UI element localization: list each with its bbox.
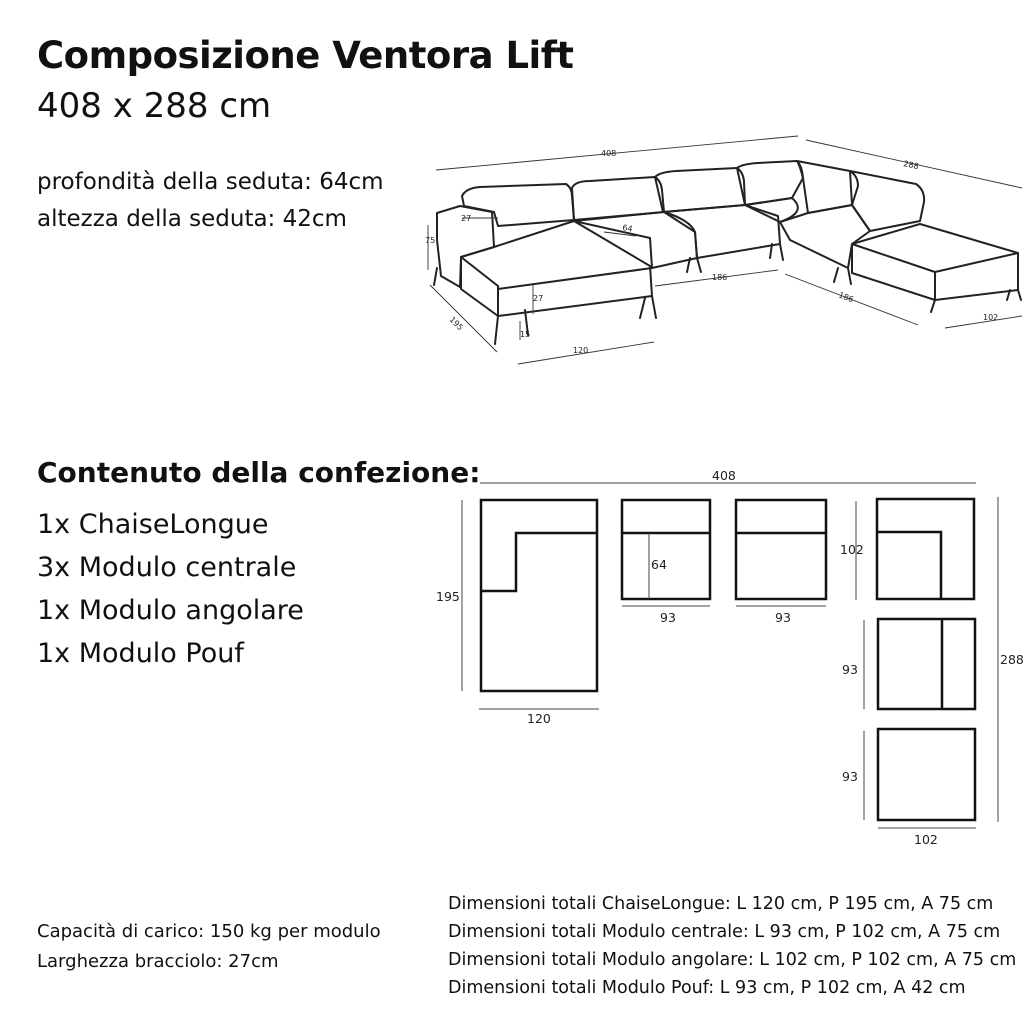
plan-central-module-2 [734,498,828,601]
dims-pouf: Dimensioni totali Modulo Pouf: L 93 cm, … [448,978,966,998]
plan-label-93-b: 93 [775,610,791,625]
legs [433,243,1022,345]
dims-corner: Dimensioni totali Modulo angolare: L 102… [448,950,1017,970]
corner-seat [779,204,871,269]
plan-chaise-outline [479,498,599,693]
perspective-dimension-lines [427,135,1023,365]
plan-label-93-c: 93 [842,662,858,677]
plan-label-288: 288 [1000,652,1024,667]
package-item-chaise: 1x ChaiseLongue [37,509,269,540]
persp-label-75: 75 [425,236,435,245]
overall-dimensions: 408 x 288 cm [37,86,272,126]
persp-label-armrest: 27 [461,214,471,223]
plan-chaise-inner [481,531,597,593]
sofa-perspective-drawing [433,160,1022,345]
package-item-corner: 1x Modulo angolare [37,595,304,626]
chaise-backrest [461,183,575,227]
plan-central-module-3 [876,617,977,711]
persp-label-27: 27 [533,294,543,303]
plan-label-102: 102 [840,542,864,557]
plan-pouf [876,727,977,822]
armrest-width: Larghezza bracciolo: 27cm [37,951,279,972]
package-item-central: 3x Modulo centrale [37,552,297,583]
plan-central-module-1 [620,498,712,601]
plan-label-195: 195 [436,589,460,604]
corner-side-backrest [849,170,926,232]
persp-label-288: 288 [903,159,920,171]
package-item-pouf: 1x Modulo Pouf [37,638,244,669]
persp-label-15: 15 [520,330,530,339]
plan-label-408: 408 [712,468,736,483]
seat-height-spec: altezza della seduta: 42cm [37,206,347,232]
persp-label-64: 64 [622,223,634,234]
plan-dimension-labels: 408 195 120 64 93 93 102 288 93 93 102 [436,468,1024,847]
chaise-seat [460,220,653,317]
persp-label-408: 408 [601,149,616,158]
persp-label-186-a: 186 [712,273,727,282]
perspective-dimension-labels: 408 288 75 27 64 195 120 27 15 186 186 1… [425,149,998,355]
plan-label-120: 120 [527,711,551,726]
load-capacity: Capacità di carico: 150 kg per modulo [37,921,381,942]
plan-label-93-a: 93 [660,610,676,625]
dims-chaise: Dimensioni totali ChaiseLongue: L 120 cm… [448,894,994,914]
persp-label-120: 120 [573,346,588,355]
persp-label-186-b: 186 [837,290,854,304]
plan-dimension-lines [461,482,999,829]
seat-depth-spec: profondità della seduta: 64cm [37,169,384,195]
plan-label-93-d: 93 [842,769,858,784]
dims-central: Dimensioni totali Modulo centrale: L 93 … [448,922,1001,942]
plan-label-64: 64 [651,557,667,572]
plan-view-drawing [479,497,977,822]
page-title: Composizione Ventora Lift [37,34,574,77]
persp-label-102: 102 [983,313,998,322]
plan-label-102-pouf: 102 [914,832,938,847]
plan-corner-module [875,497,976,601]
package-title: Contenuto della confezione: [37,456,481,489]
